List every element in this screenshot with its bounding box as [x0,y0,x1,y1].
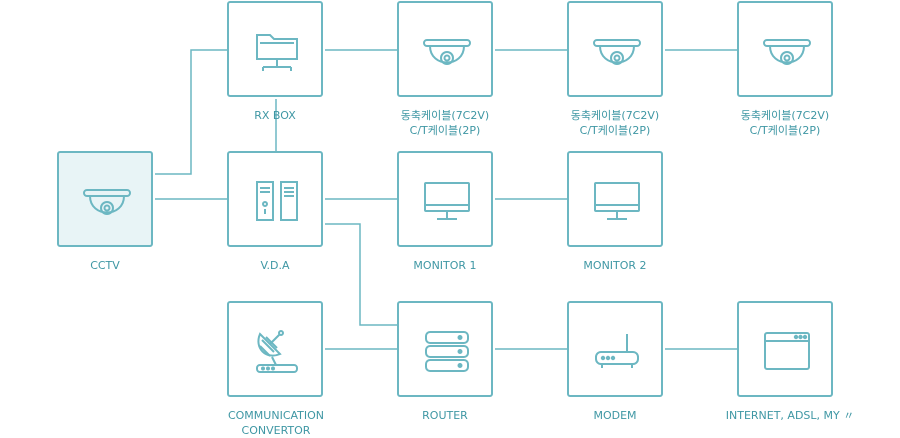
communication-convertor-line1: COMMUNICATION [227,409,325,422]
rx-box-node[interactable] [227,1,323,97]
monitor-2-label: MONITOR 2 [583,259,647,272]
dome-camera-icon [763,39,811,65]
communication-convertor-label: COMMUNICATION CONVERTOR [206,408,346,438]
vda-label: V.D.A [260,259,290,272]
camera-node-3[interactable] [737,1,833,97]
monitor-1-node[interactable] [397,151,493,247]
camera-node-1[interactable] [397,1,493,97]
communication-convertor-node[interactable] [227,301,323,397]
dome-camera-icon [423,39,471,65]
dome-camera-icon [83,189,131,215]
internet-node[interactable] [737,301,833,397]
camera-3-cable-line2: C/T케이블(2P) [749,124,821,137]
camera-2-cable-line1: 동축케이블(7C2V) [570,109,660,122]
camera-3-cable-line1: 동축케이블(7C2V) [740,109,830,122]
router-label: ROUTER [422,409,468,422]
camera-3-label: 동축케이블(7C2V) C/T케이블(2P) [715,108,855,138]
camera-1-cable-line2: C/T케이블(2P) [409,124,481,137]
browser-window-icon [764,332,810,370]
camera-2-label: 동축케이블(7C2V) C/T케이블(2P) [545,108,685,138]
dome-camera-icon [593,39,641,65]
cctv-node[interactable] [57,151,153,247]
internet-label: INTERNET, ADSL, MY 〃 [725,409,855,422]
cctv-label: CCTV [90,259,120,272]
camera-1-label: 동축케이블(7C2V) C/T케이블(2P) [375,108,515,138]
camera-node-2[interactable] [567,1,663,97]
vda-node[interactable] [227,151,323,247]
monitor-1-label: MONITOR 1 [413,259,477,272]
modem-label: MODEM [593,409,637,422]
modem-node[interactable] [567,301,663,397]
monitor-2-node[interactable] [567,151,663,247]
folder-network-icon [256,34,298,71]
communication-convertor-line2: CONVERTOR [241,424,311,437]
wire-vda-router [325,223,397,326]
camera-2-cable-line2: C/T케이블(2P) [579,124,651,137]
rx-box-label: RX BOX [254,109,296,122]
monitor-icon [594,182,640,220]
camera-1-cable-line1: 동축케이블(7C2V) [400,109,490,122]
monitor-icon [424,182,470,220]
modem-icon [595,334,639,368]
server-stack-icon [425,331,469,372]
wire-cctv-rxbox [155,49,227,175]
satellite-dish-icon [256,330,298,373]
computer-tower-icon [256,181,298,221]
router-node[interactable] [397,301,493,397]
